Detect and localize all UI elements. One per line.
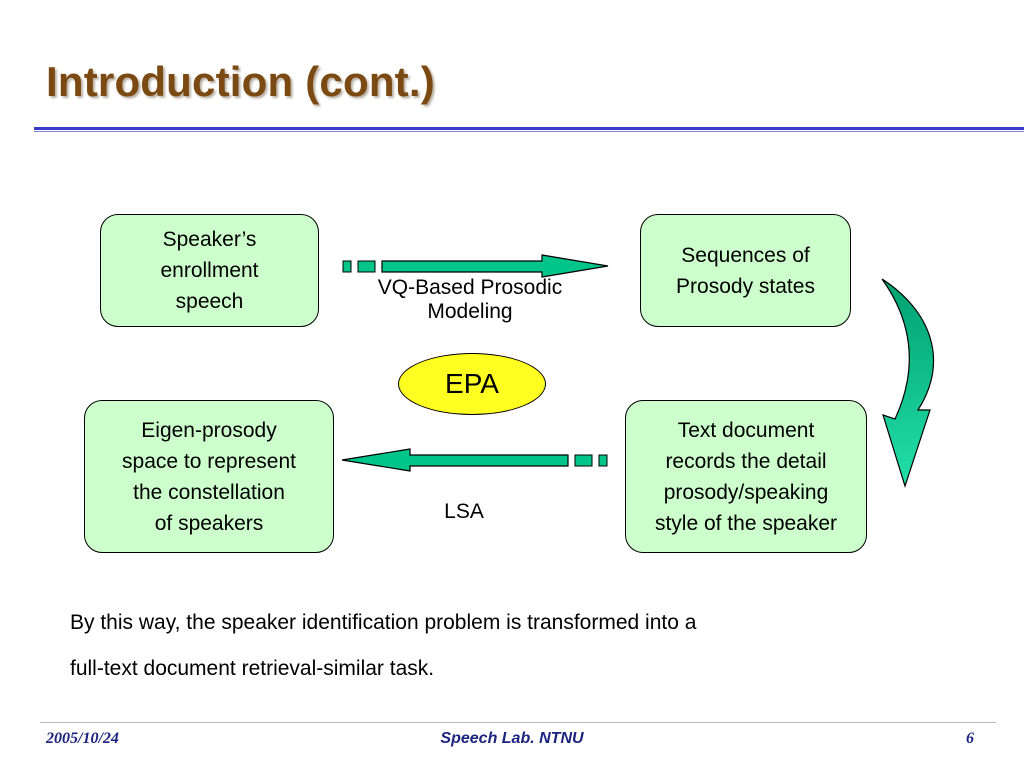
body-text: By this way, the speaker identification … [70, 600, 970, 692]
box-eigen-prosody: Eigen-prosody space to represent the con… [84, 400, 334, 553]
title-underline [34, 127, 1024, 133]
label-lsa: LSA [444, 500, 484, 523]
lsa-arrow-dash-1 [574, 454, 593, 467]
footer-lab-name: Speech Lab. NTNU [440, 730, 584, 747]
vq-arrow-dash-2 [357, 260, 376, 273]
title-underline-thick [34, 127, 1024, 130]
footer-date: 2005/10/24 [46, 730, 119, 747]
footer-page-number: 6 [966, 730, 974, 747]
slide-title: Introduction (cont.) [46, 58, 435, 105]
lsa-arrow [341, 448, 569, 472]
vq-arrow-dash-1 [342, 260, 352, 273]
curved-arrow [881, 278, 935, 488]
box-text-document: Text document records the detail prosody… [625, 400, 867, 553]
box-prosody-sequences: Sequences of Prosody states [640, 214, 851, 327]
body-line-1: By this way, the speaker identification … [70, 611, 697, 634]
body-line-2: full-text document retrieval-similar tas… [70, 657, 435, 680]
label-vq-modeling: VQ-Based Prosodic Modeling [377, 276, 563, 323]
title-underline-thin [34, 131, 1024, 132]
footer-divider [40, 722, 996, 723]
lsa-arrow-dash-2 [598, 454, 608, 467]
vq-arrow [381, 254, 609, 278]
epa-ellipse: EPA [398, 353, 546, 415]
box-speaker-enrollment: Speaker’s enrollment speech [100, 214, 319, 327]
